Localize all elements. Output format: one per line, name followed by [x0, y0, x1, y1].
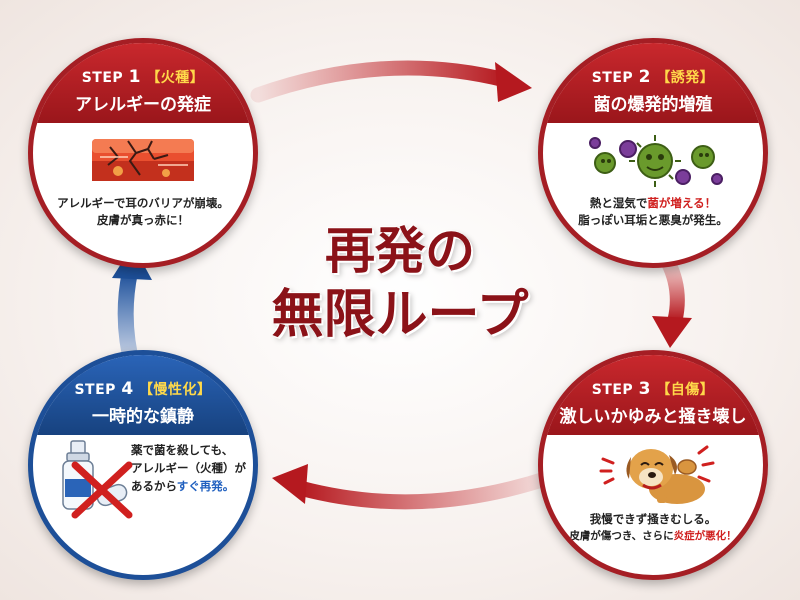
- step2-header: STEP 2 【誘発】 菌の爆発的増殖: [543, 43, 763, 123]
- arrow-step1-to-step2: [250, 60, 532, 103]
- step4-desc-line3: あるからすぐ再発。: [131, 477, 251, 495]
- step1-header: STEP 1 【火種】 アレルギーの発症: [33, 43, 253, 123]
- step1-description: アレルギーで耳のバリアが崩壊。 皮膚が真っ赤に！: [33, 195, 253, 229]
- step4-label: STEP: [74, 382, 116, 398]
- arrow-step2-to-step3: [652, 254, 692, 348]
- step2-number: 2: [638, 67, 651, 87]
- step4-number: 4: [121, 379, 134, 399]
- step4-desc-line1: 薬で菌を殺しても、: [131, 443, 234, 457]
- medicine-bottle-crossed-icon: [62, 440, 133, 519]
- step2-desc-line1-text: 熱と湿気で: [589, 196, 648, 210]
- step3-number: 3: [638, 379, 651, 399]
- step4-keyword: 【慢性化】: [139, 382, 212, 398]
- step3-label: STEP: [591, 382, 634, 398]
- step3-keyword: 【自傷】: [656, 382, 715, 398]
- step4-circle: STEP 4 【慢性化】 一時的な鎮静 薬で菌を殺しても、 アレルギー（火種）が…: [28, 350, 258, 580]
- step4-tag: STEP 4 【慢性化】: [74, 379, 211, 399]
- center-title: 再発の 無限ループ: [235, 220, 565, 348]
- germs-icon: [589, 135, 723, 187]
- step1-label: STEP: [81, 70, 124, 86]
- step3-desc-line2-text: 皮膚が傷つき、さらに: [569, 530, 674, 542]
- step4-header: STEP 4 【慢性化】 一時的な鎮静: [33, 355, 253, 435]
- scratching-dog-icon: [599, 445, 715, 504]
- step3-circle: STEP 3 【自傷】 激しいかゆみと掻き壊し 我慢できず掻きむしる。 皮膚が傷…: [538, 350, 768, 580]
- step3-description: 我慢できず掻きむしる。 皮膚が傷つき、さらに炎症が悪化！: [543, 511, 763, 545]
- step4-title: 一時的な鎮静: [92, 407, 194, 427]
- step1-tag: STEP 1 【火種】: [82, 67, 205, 87]
- step1-circle: STEP 1 【火種】 アレルギーの発症 アレルギーで耳のバリアが崩壊。 皮膚が…: [28, 38, 258, 268]
- step1-desc-line1: アレルギーで耳のバリアが崩壊。: [57, 196, 229, 210]
- step2-desc-highlight: 菌が増える！: [647, 196, 717, 210]
- center-title-line2: 無限ループ: [271, 284, 529, 345]
- step4-desc-highlight: すぐ再発。: [176, 479, 235, 493]
- step2-description: 熱と湿気で菌が増える！ 脂っぽい耳垢と悪臭が発生。: [543, 195, 763, 229]
- arrow-step3-to-step4: [272, 464, 556, 510]
- step3-desc-highlight: 炎症が悪化！: [673, 530, 737, 542]
- step2-desc-line1: 熱と湿気で菌が増える！: [543, 195, 763, 212]
- cracked-skin-icon: [92, 139, 194, 181]
- step1-title: アレルギーの発症: [75, 95, 211, 115]
- step1-desc-line2: 皮膚が真っ赤に！: [97, 213, 189, 227]
- center-title-line1: 再発の: [325, 221, 475, 280]
- step3-tag: STEP 3 【自傷】: [592, 379, 715, 399]
- step2-desc-line2: 脂っぽい耳垢と悪臭が発生。: [578, 213, 728, 227]
- step2-circle: STEP 2 【誘発】 菌の爆発的増殖 熱と湿気で菌が増える！: [538, 38, 768, 268]
- step3-desc-line1: 我慢できず掻きむしる。: [589, 512, 717, 526]
- step3-header: STEP 3 【自傷】 激しいかゆみと掻き壊し: [543, 355, 763, 435]
- step2-tag: STEP 2 【誘発】: [592, 67, 715, 87]
- step1-keyword: 【火種】: [146, 70, 205, 86]
- step4-desc-line3-text: あるから: [131, 479, 177, 493]
- step2-title: 菌の爆発的増殖: [593, 95, 713, 115]
- step2-label: STEP: [591, 70, 634, 86]
- step4-desc-line2: アレルギー（火種）が: [131, 461, 246, 475]
- step4-description: 薬で菌を殺しても、 アレルギー（火種）が あるからすぐ再発。: [131, 441, 251, 495]
- step1-number: 1: [128, 67, 141, 87]
- step2-keyword: 【誘発】: [656, 70, 715, 86]
- step3-title: 激しいかゆみと掻き壊し: [559, 407, 747, 427]
- step3-desc-line2: 皮膚が傷つき、さらに炎症が悪化！: [543, 528, 763, 545]
